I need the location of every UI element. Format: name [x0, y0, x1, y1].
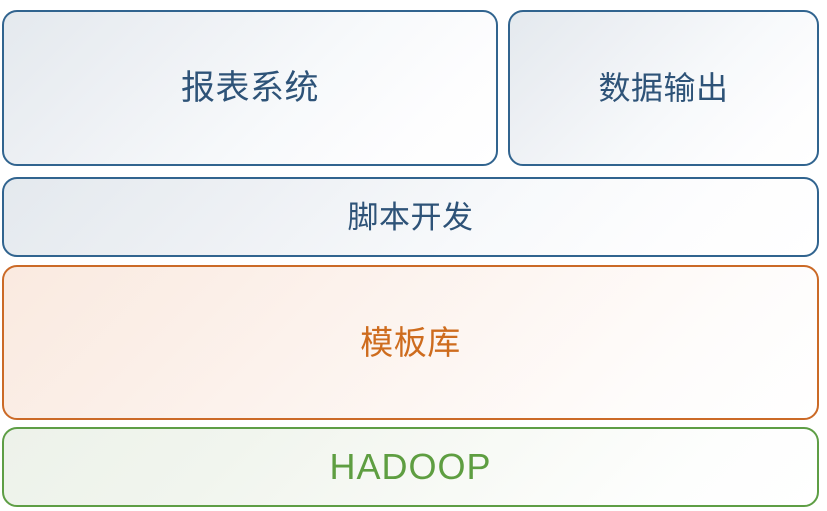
layer-label-data-output: 数据输出	[598, 70, 729, 106]
layer-box-script-development[interactable]: 脚本开发	[2, 177, 819, 257]
layer-label-hadoop: HADOOP	[329, 446, 492, 487]
layer-box-template-library[interactable]: 模板库	[2, 265, 819, 420]
layer-box-data-output[interactable]: 数据输出	[508, 10, 819, 166]
layer-box-hadoop[interactable]: HADOOP	[2, 427, 819, 507]
layer-label-report-system: 报表系统	[181, 69, 319, 107]
layer-label-script-development: 脚本开发	[347, 199, 474, 235]
layer-box-report-system[interactable]: 报表系统	[2, 10, 498, 166]
layer-label-template-library: 模板库	[360, 324, 461, 361]
